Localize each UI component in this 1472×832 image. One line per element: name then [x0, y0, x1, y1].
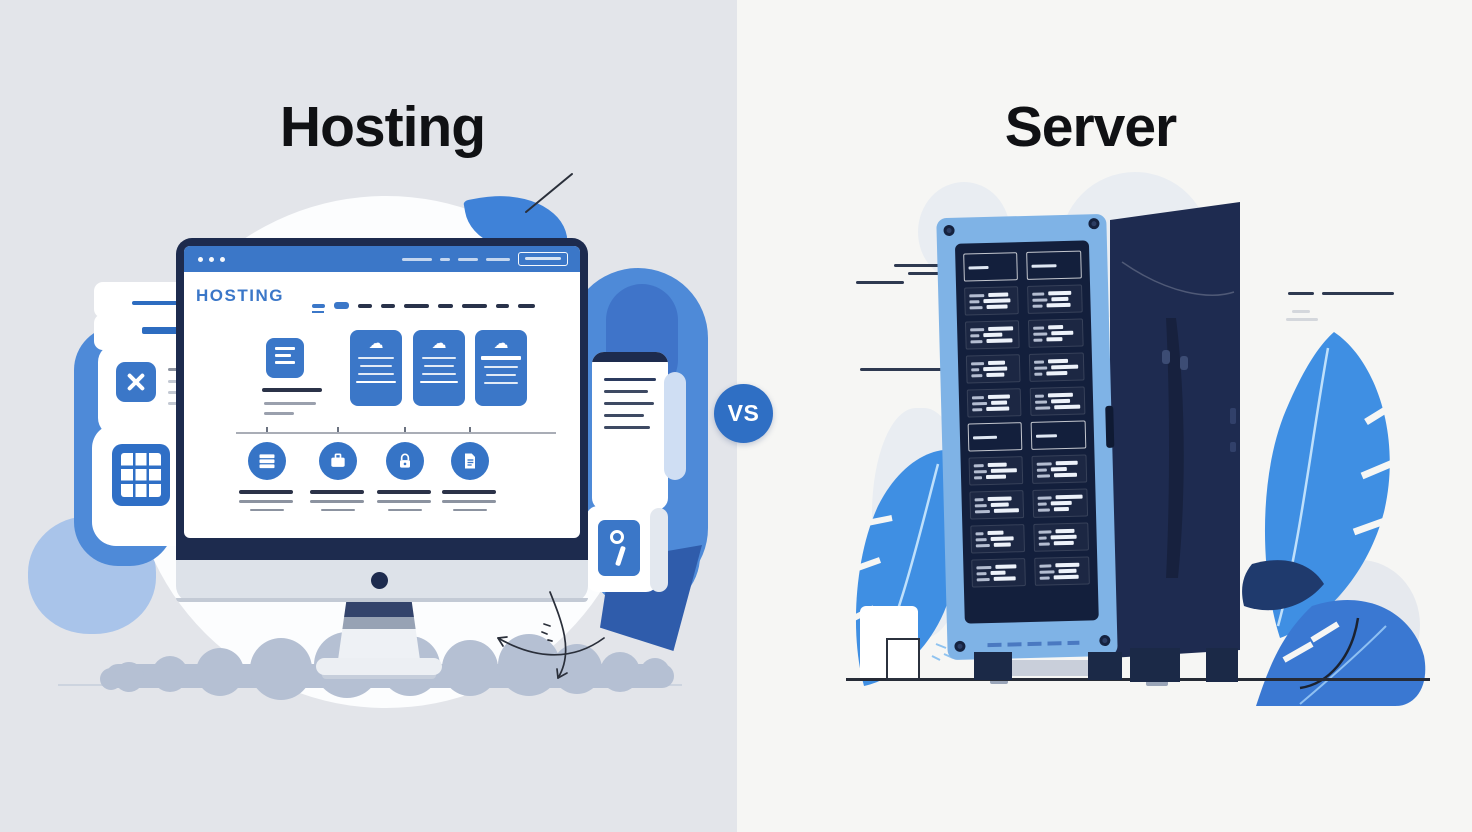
- topbar-button: [518, 252, 568, 266]
- browser-dot-icon: [209, 257, 214, 262]
- vs-badge: VS: [714, 384, 773, 443]
- server-side-panel: [1110, 202, 1240, 658]
- leaf-stem-line: [525, 173, 573, 213]
- monitor-screen: HOSTING ☁ ☁: [184, 246, 580, 538]
- hosting-box-icon: [266, 338, 304, 378]
- foot-stub: [1146, 678, 1168, 686]
- site-logo: HOSTING: [196, 286, 284, 305]
- server-handle: [1105, 405, 1115, 448]
- stand-base-shadow: [322, 671, 436, 679]
- browser-topbar: [184, 246, 580, 272]
- speed-line: [894, 264, 950, 267]
- lock-icon: [386, 442, 424, 480]
- browser-dot-icon: [220, 257, 225, 262]
- decor-capsule: [664, 372, 686, 480]
- speed-line: [1288, 292, 1314, 295]
- speed-line: [908, 272, 950, 275]
- hosting-title: Hosting: [279, 95, 486, 159]
- server-foot: [974, 652, 1012, 680]
- server-label-dashes: [987, 640, 1080, 648]
- monitor-logo-dot: [371, 572, 388, 589]
- server-foot: [1206, 648, 1238, 682]
- site-nav: [312, 302, 535, 313]
- server-front-face: [936, 213, 1118, 661]
- monitor-chin: [176, 560, 588, 602]
- speed-line: [1322, 292, 1394, 295]
- sketch-lines: [497, 591, 605, 679]
- cloud-plan-card: ☁: [413, 330, 465, 406]
- outline-square: [886, 638, 920, 680]
- cloud-icon: ☁: [431, 335, 447, 352]
- server-foot: [1088, 652, 1122, 680]
- screw-icon: [1088, 218, 1100, 230]
- imac-monitor: HOSTING ☁ ☁: [176, 238, 588, 560]
- white-box: [860, 606, 918, 680]
- cloud-plan-card: ☁: [475, 330, 527, 406]
- server-rack-grid: [963, 250, 1090, 588]
- cloud-icon: ☁: [493, 335, 509, 352]
- browser-dot-icon: [198, 257, 203, 262]
- cloud-icon: ☁: [368, 335, 384, 352]
- feature-security: [376, 442, 434, 511]
- screw-icon: [1099, 634, 1111, 647]
- server-title: Server: [1004, 95, 1178, 159]
- feature-servers: [238, 442, 296, 511]
- faint-dash: [1292, 310, 1310, 313]
- monitor-stand-neck: [338, 602, 420, 660]
- vs-label: VS: [727, 400, 760, 426]
- feature-storage: [309, 442, 367, 511]
- cloud-plan-card: ☁: [350, 330, 402, 406]
- document-card: [592, 352, 668, 510]
- feature-docs: [441, 442, 499, 511]
- server-panel-section: Server: [737, 0, 1472, 832]
- wrench-card: [586, 506, 658, 592]
- faint-dash: [1286, 318, 1318, 321]
- server-units-icon: [248, 442, 286, 480]
- speed-line: [860, 368, 952, 371]
- leaf-cluster-right: [1242, 332, 1426, 706]
- server-ground-mound: [999, 660, 1111, 676]
- screw-icon: [954, 640, 966, 652]
- calculator-icon: [112, 444, 170, 506]
- hosting-panel: Hosting: [0, 0, 737, 832]
- speed-line: [856, 281, 904, 284]
- briefcase-icon: [319, 442, 357, 480]
- topbar-links: [402, 258, 510, 261]
- document-icon: [451, 442, 489, 480]
- screw-icon: [943, 224, 955, 237]
- server-rack: [954, 240, 1099, 624]
- timeline: [236, 427, 556, 434]
- monitor-stand-base: [316, 658, 442, 675]
- server-foot: [1130, 648, 1180, 682]
- decor-capsule-2: [650, 508, 668, 592]
- wrench-icon: [598, 520, 640, 576]
- tools-icon: [116, 362, 156, 402]
